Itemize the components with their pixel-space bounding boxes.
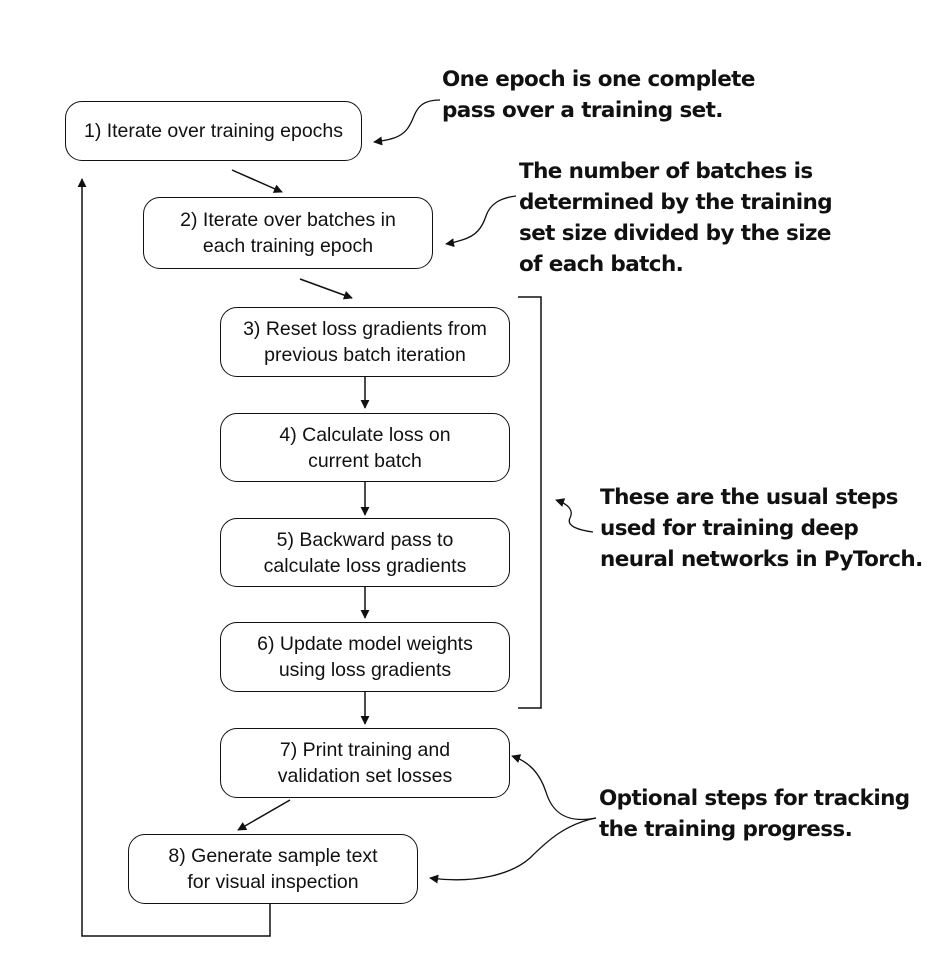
loop-back-arrow	[77, 178, 271, 937]
step-8-generate-sample: 8) Generate sample text for visual inspe…	[128, 834, 418, 904]
optional-pointer-lower	[429, 817, 597, 884]
step-6-update-weights: 6) Update model weights using loss gradi…	[220, 622, 510, 692]
step-4-calculate-loss: 4) Calculate loss on current batch	[220, 413, 510, 482]
usual-steps-note: These are the usual steps used for train…	[600, 485, 923, 572]
bracket	[518, 296, 542, 709]
optional-pointer-upper	[511, 754, 597, 821]
arrow-7-to-8	[237, 799, 291, 831]
arrow-2-to-3	[299, 278, 353, 300]
optional-steps-note: Optional steps for tracking the training…	[599, 786, 910, 842]
usual-steps-pointer	[555, 498, 594, 533]
step-5-backward-pass: 5) Backward pass to calculate loss gradi…	[220, 518, 510, 587]
epoch-note: One epoch is one complete pass over a tr…	[442, 67, 755, 123]
step-3-reset-gradients: 3) Reset loss gradients from previous ba…	[220, 307, 510, 377]
arrow-1-to-2	[231, 169, 283, 193]
batches-note: The number of batches is determined by t…	[519, 159, 833, 277]
batches-note-pointer	[445, 195, 517, 248]
step-7-print-losses: 7) Print training and validation set los…	[220, 728, 510, 798]
epoch-note-pointer	[373, 99, 441, 146]
step-1-iterate-epochs: 1) Iterate over training epochs	[65, 101, 362, 161]
step-2-iterate-batches: 2) Iterate over batches in each training…	[143, 197, 433, 269]
